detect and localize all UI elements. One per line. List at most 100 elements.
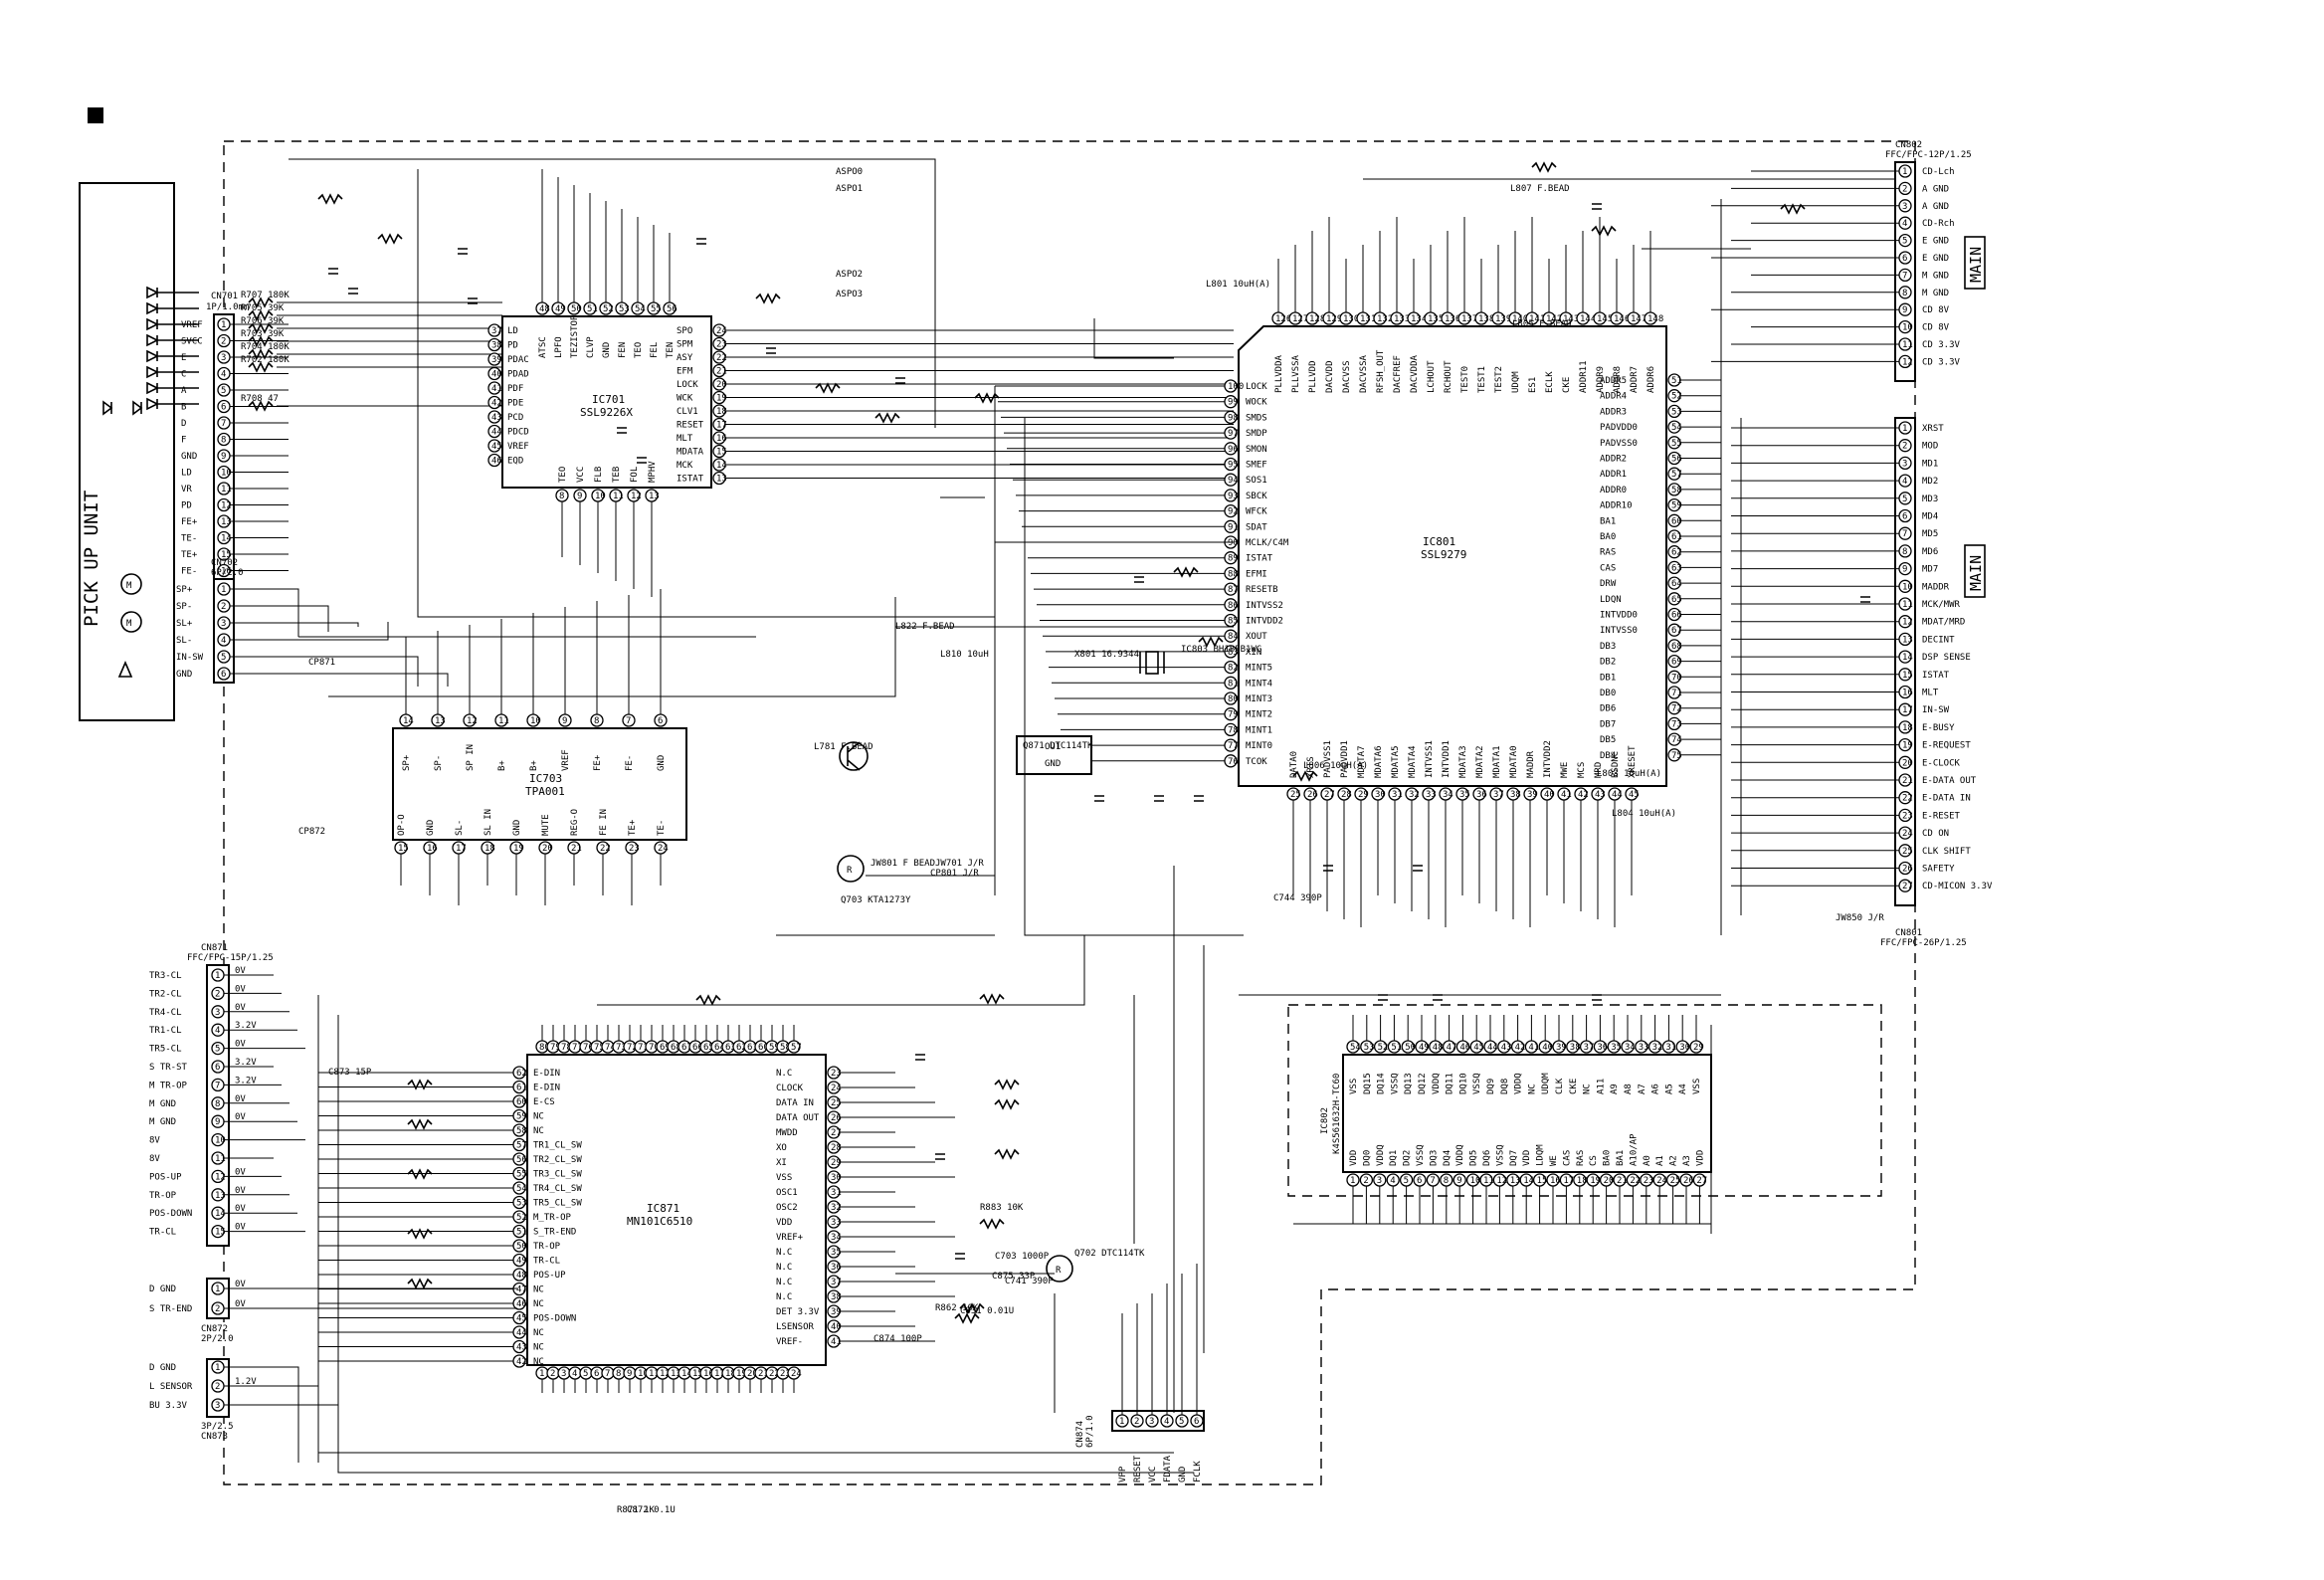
ic701-left-pin-number: 38	[491, 341, 502, 351]
ic701-top-pin-number: 56	[667, 304, 678, 314]
ic701-top-pin-number: 55	[651, 304, 662, 314]
ic801-bottom-pin-number: 28	[1341, 790, 1352, 800]
ic701-top-pin-number: 49	[555, 304, 566, 314]
ic801-bottom-pin-number: 35	[1459, 790, 1470, 800]
ic801-pin-label: MINT5	[1246, 664, 1272, 674]
ic802-pin-label: CAS	[1562, 1150, 1572, 1166]
cn701-pin-number: 1	[221, 320, 226, 330]
cn801-pin-label: CD ON	[1922, 829, 1949, 839]
capacitor-icon	[1413, 865, 1423, 872]
component-label: CP872	[298, 827, 325, 837]
ic701-top-pin-number: 52	[603, 304, 614, 314]
ic802-pin-label: VDDQ	[1432, 1073, 1442, 1094]
component-label: C873 15P	[328, 1068, 372, 1078]
ic801-left-pin-number: 80	[1228, 694, 1239, 704]
ic871-right-pin-number: 32	[831, 1203, 842, 1213]
cn701-pin-number: 7	[221, 419, 226, 429]
ic801-pin-label: PADVDD1	[1340, 740, 1350, 778]
ic801-pin-label: ISTAT	[1246, 554, 1273, 564]
resistor-icon	[407, 1228, 433, 1240]
cn872-pin-label: S TR-END	[149, 1304, 192, 1314]
ic701-pin-label: LD	[507, 326, 518, 336]
ic801-left-pin-number: 93	[1228, 492, 1239, 501]
ic802-bottom-pin-number: 8	[1444, 1176, 1449, 1186]
ic801-bottom-pin-number: 25	[1290, 790, 1301, 800]
ic703-pin-label: SP+	[402, 754, 412, 771]
ic871-top-pin-number: 62	[736, 1043, 747, 1053]
ic703-pin-label: SL IN	[484, 809, 493, 836]
ic871-bottom-pin-number: 12	[660, 1369, 671, 1379]
ic801-top-pin-number: 132	[1377, 314, 1393, 324]
ic701-pin-label: PDCD	[507, 428, 529, 438]
ic801-top-pin-number: 139	[1495, 314, 1511, 324]
ic701-pin-label: VREF	[507, 442, 529, 452]
ic701-pin-label: PD	[507, 341, 518, 351]
wire	[230, 656, 419, 687]
ic801-bottom-pin-number: 30	[1375, 790, 1386, 800]
ic871-left-pin-number: 48	[516, 1271, 527, 1281]
ic703-bottom-pin-number: 22	[600, 844, 611, 854]
ic801-part: SSL9279	[1421, 548, 1466, 561]
cn801-jumper: JW850 J/R	[1836, 913, 1884, 923]
ic801-top-pin-number: 145	[1597, 314, 1613, 324]
wire	[224, 1404, 339, 1463]
ic801-right-pin-number: 67	[1671, 626, 1682, 636]
cn801-spec: FFC/FPC-26P/1.25	[1880, 938, 1967, 948]
component-label: JW701 J/R	[935, 859, 984, 869]
ic871-right-pin-number: 35	[831, 1248, 842, 1258]
resistor-icon	[248, 348, 274, 360]
ic801-left-pin-number: 76	[1228, 757, 1239, 767]
ic803-regulator: OU1 GND	[1016, 735, 1092, 775]
cn801-pin-number: 1	[1902, 424, 1907, 434]
ic802-pin-label: A3	[1682, 1155, 1692, 1166]
cn702-pin-label: SP-	[176, 602, 192, 612]
cn701-pins: 1VREF2SVCC3E4C5A6B7D8F9GND10LD11VR12PD13…	[174, 317, 289, 578]
cn801-pin-label: MD1	[1922, 459, 1938, 469]
wire	[328, 597, 896, 697]
ic871-bottom-pin-number: 20	[747, 1369, 758, 1379]
ic703-top-pin-number: 14	[403, 716, 414, 726]
ic801-top-pin-number: 138	[1478, 314, 1494, 324]
cn871-pin-number: 7	[215, 1081, 220, 1090]
ic871-bottom-pin-number: 24	[791, 1369, 802, 1379]
resistor-icon	[407, 1118, 433, 1130]
ic871-bottom-pin-number: 15	[692, 1369, 703, 1379]
cn801-pin-label: E-BUSY	[1922, 723, 1955, 733]
ic871-pin-label: DATA IN	[776, 1098, 814, 1108]
ic802-body	[1342, 1054, 1712, 1173]
cn874-pin-label: VPP	[1118, 1466, 1128, 1482]
cn701-pin-label: F	[181, 436, 186, 446]
cn874-spec: 6P/1.0	[1085, 1415, 1095, 1448]
wire	[230, 605, 329, 632]
ic871-top-pin-number: 61	[747, 1043, 758, 1053]
ic801-right-pin-number: 64	[1671, 579, 1682, 589]
ic802-pin-label: A5	[1664, 1084, 1674, 1094]
ic801-pin-label: ES1	[1528, 377, 1538, 393]
cn801-pin-number: 16	[1902, 689, 1913, 698]
ic801-pin-label: SMDS	[1246, 413, 1267, 423]
ic701-pin-label: ASY	[677, 353, 693, 363]
cn702-spec: 6P/2.0	[211, 568, 244, 578]
cn874-pin-label: GND	[1178, 1467, 1188, 1482]
ic701-left-pin-number: 43	[491, 413, 502, 423]
ic801-pin-label: DB1	[1600, 673, 1616, 683]
ic703-pin-label: VREF	[561, 749, 571, 771]
ic801-pin-label: XRTS	[1306, 756, 1316, 778]
ic801-left-pin-number: 79	[1228, 710, 1239, 720]
ic802-pin-label: VDDQ	[1514, 1073, 1524, 1094]
resistor-icon	[755, 293, 781, 304]
ic801-pin-label: TEST1	[1477, 366, 1487, 393]
component-label: IC803 BH18FB1WG	[1181, 645, 1261, 655]
ic802-bottom-pin-number: 9	[1456, 1176, 1461, 1186]
cn801-pin-label: MLT	[1922, 689, 1939, 698]
ic871-left-pin-number: 59	[516, 1112, 527, 1122]
ic801-right-pin-number: 71	[1671, 689, 1682, 698]
ic801-pin-label: PADVSS0	[1600, 439, 1638, 449]
ic703-top-pin-number: 9	[562, 716, 567, 726]
cn801-pin-number: 6	[1902, 512, 1907, 522]
ic802-bottom-pin-number: 6	[1417, 1176, 1422, 1186]
cn871-pin-label: TR-CL	[149, 1228, 176, 1238]
